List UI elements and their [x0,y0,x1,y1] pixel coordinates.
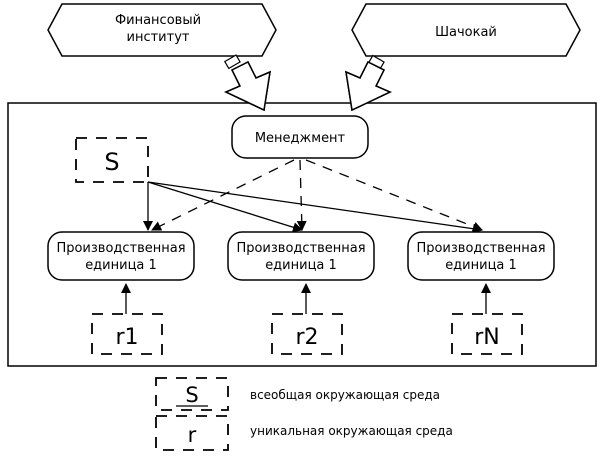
legend: S всеобщая окружающая среда r уникальная… [155,377,453,451]
production-unit-3-line1: Производственная [416,241,545,256]
production-unit-2-line2: единица 1 [265,258,337,273]
general-environment-node: S [75,137,149,183]
finance-institute-label-line2: институт [127,30,190,45]
production-unit-1-line1: Производственная [56,241,185,256]
legend-general-text: всеобщая окружающая среда [250,388,440,402]
organization-boundary [7,102,597,367]
finance-inflow-arrow-tip [224,60,271,112]
production-unit-2: Производственная единица 1 [227,231,375,281]
management-to-unit-1-arrow [151,159,295,231]
management-to-unit-2-arrow [296,159,307,231]
unique-environment-rn-label: rN [474,325,500,350]
s-to-unit-3-arrow [147,181,483,234]
legend-unique-text: уникальная окружающая среда [250,424,453,438]
legend-unique-symbol-label: r [188,423,197,447]
legend-general-symbol-label: S [185,383,198,407]
production-unit-2-line1: Производственная [236,241,365,256]
production-unit-1-line2: единица 1 [85,258,157,273]
shachokai-inflow-arrow-tip [345,60,392,112]
production-unit-3-line2: единица 1 [445,258,517,273]
management-to-unit-3-arrow [305,159,483,232]
unique-environment-rn: rN [451,313,523,355]
shachokai-node: Шачокай [351,3,581,57]
unique-environment-r2: r2 [271,313,343,355]
management-label: Менеджмент [255,131,346,146]
management-node: Менеджмент [231,115,369,159]
unique-environment-r2-label: r2 [295,325,318,350]
s-to-unit-2-arrow [147,181,303,233]
legend-unique-symbol: r [155,415,229,451]
production-unit-3: Производственная единица 1 [407,231,555,281]
unique-environment-r1: r1 [91,313,163,355]
general-environment-label: S [104,148,119,176]
finance-institute-node: Финансовый институт [47,3,277,57]
production-unit-1: Производственная единица 1 [47,231,195,281]
finance-institute-label-line1: Финансовый [115,13,201,28]
legend-general-symbol: S [155,377,229,411]
unique-environment-r1-label: r1 [115,325,138,350]
shachokai-label: Шачокай [435,25,497,40]
